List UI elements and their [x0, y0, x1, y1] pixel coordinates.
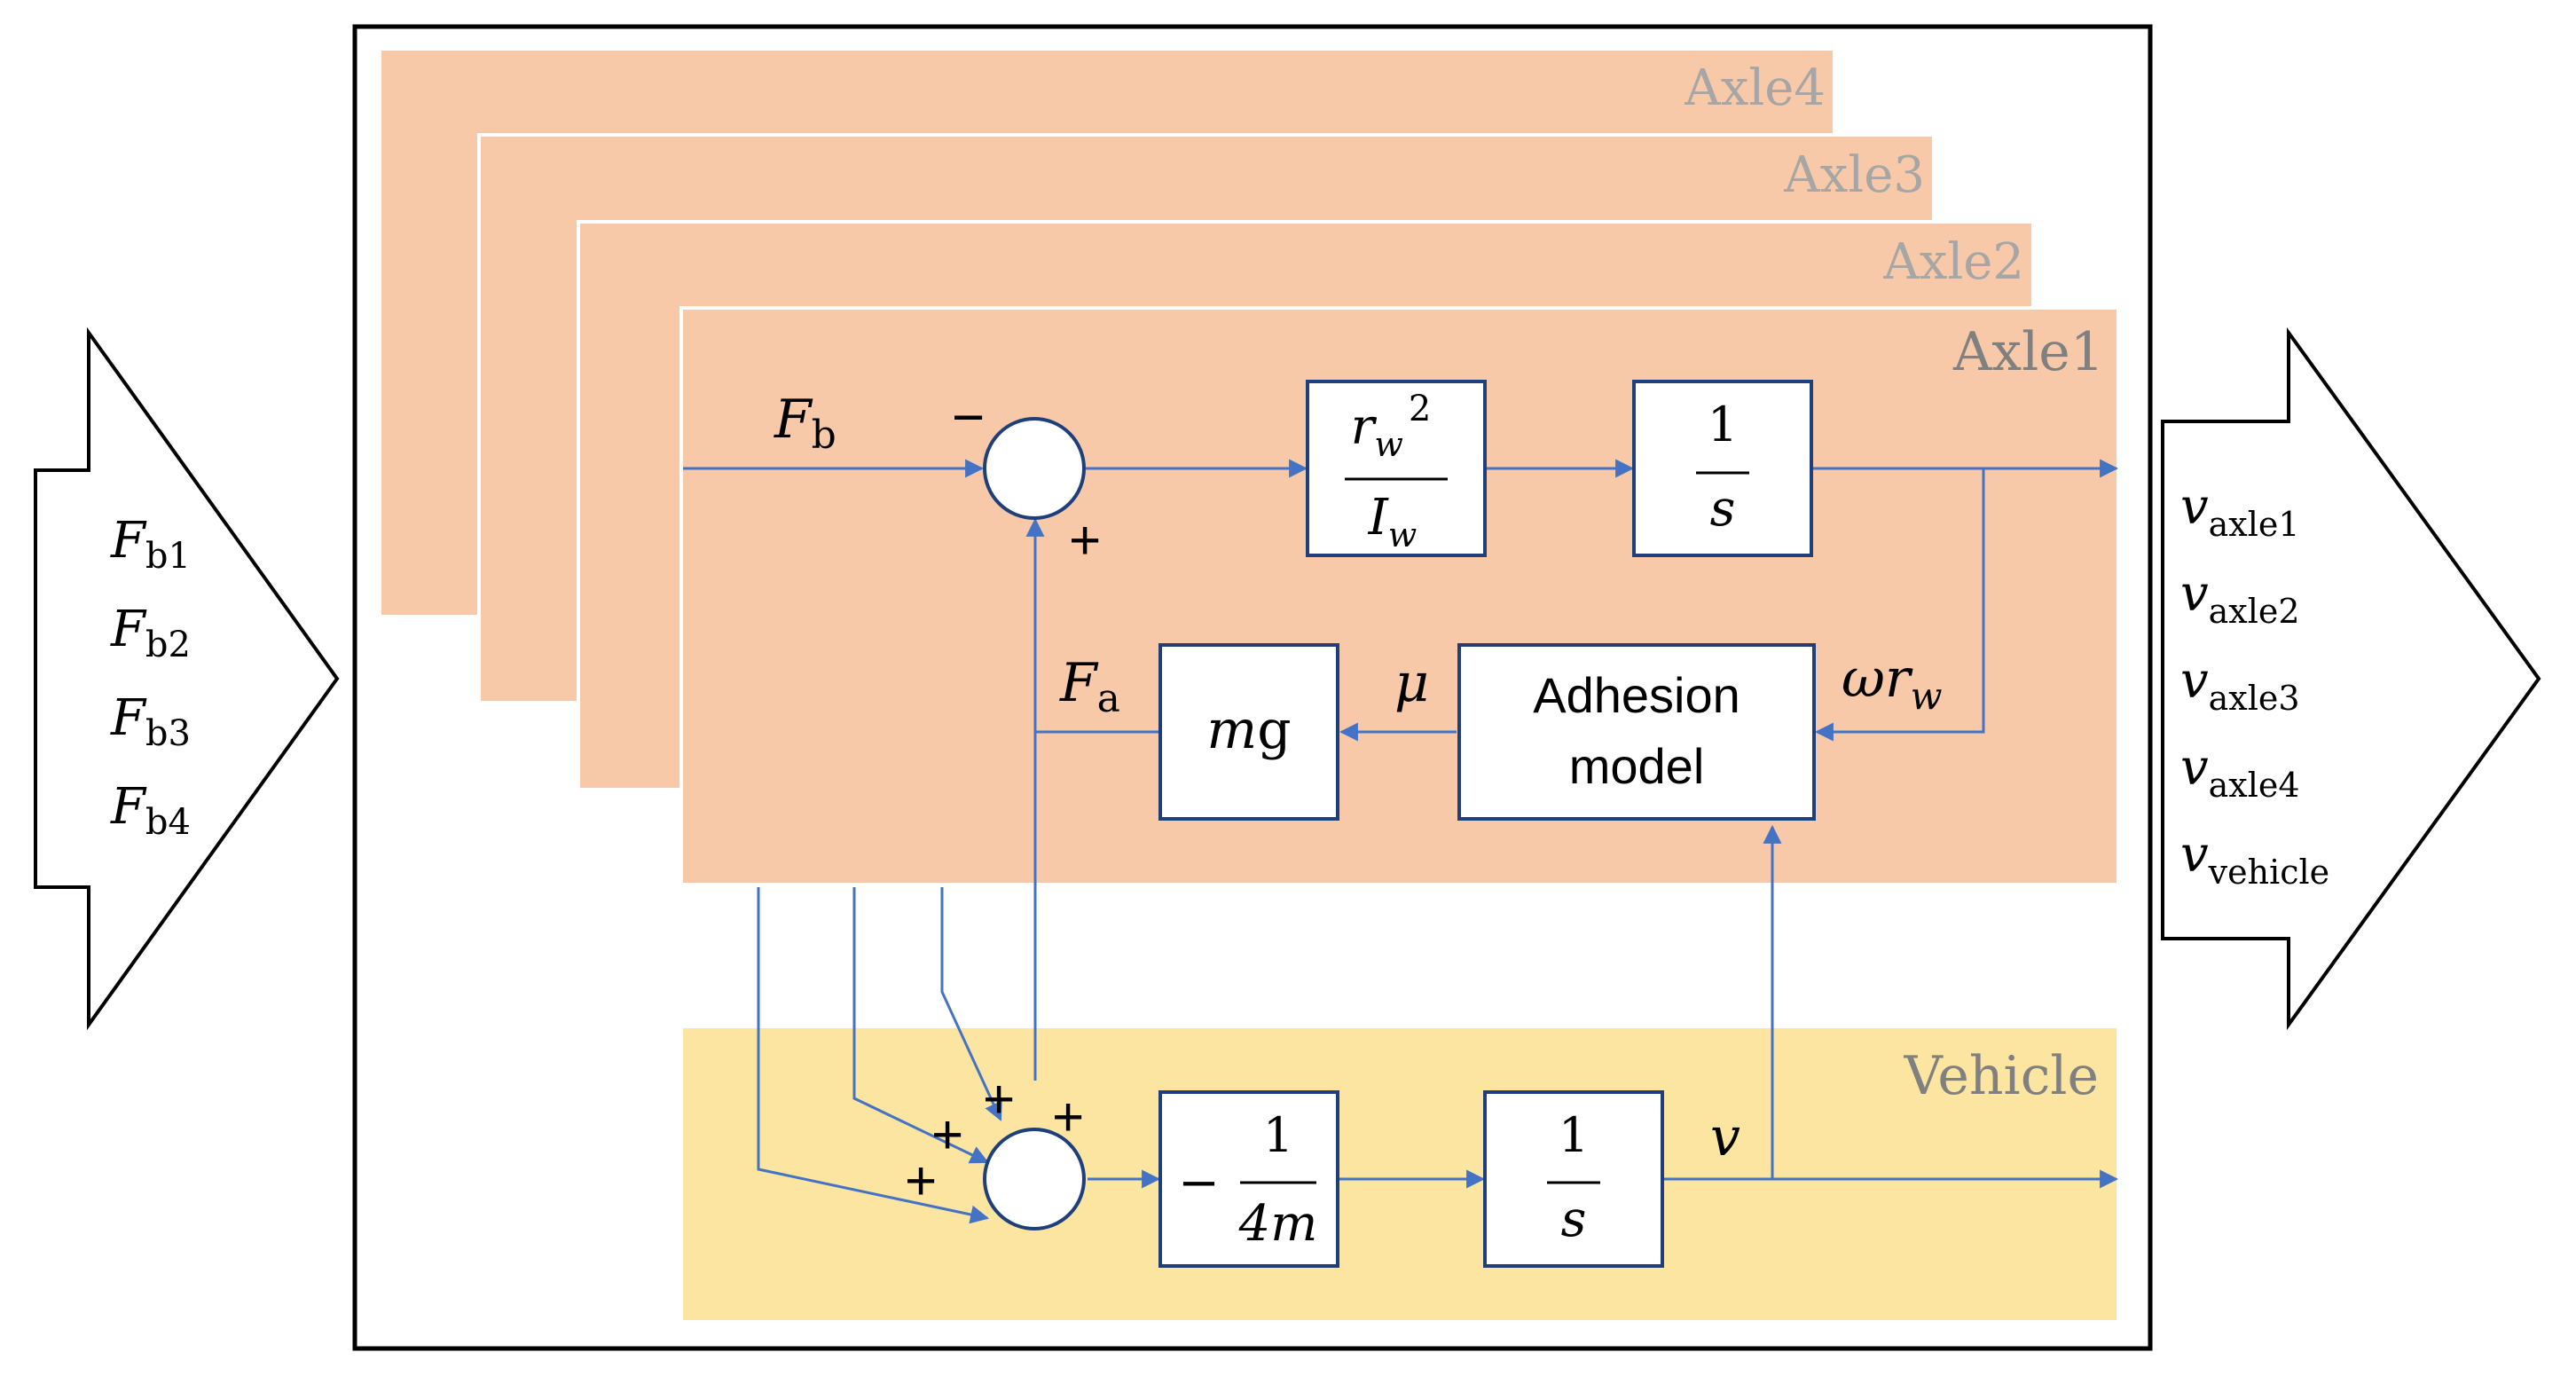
input-arrow-shape: [34, 326, 340, 1031]
vehicle-integrator-num: 1: [1559, 1107, 1589, 1163]
wire-axle3-force: [852, 887, 989, 1164]
mass-gain-minus: −: [1178, 1154, 1220, 1212]
wire-axle2-force: [757, 887, 990, 1224]
vehicle-plus-2: +: [1052, 1087, 1084, 1148]
input-label-2: Fb2: [110, 601, 191, 665]
mass-gain-block: [1158, 1090, 1339, 1268]
axle1-sum-junction: [983, 417, 1086, 520]
output-label-1: vaxle1: [2180, 478, 2300, 544]
axle1-sum-minus: −: [952, 385, 985, 449]
wire-axle4-force: [940, 887, 1002, 1121]
axle1-sum-plus: +: [1069, 510, 1101, 571]
output-arrow-shape: [2161, 326, 2541, 1031]
fa-label: Fa: [1059, 652, 1120, 721]
mu-label: μ: [1394, 652, 1429, 714]
output-label-4: vaxle4: [2180, 739, 2300, 805]
input-label-3: Fb3: [110, 689, 191, 754]
output-label-3: vaxle3: [2180, 652, 2300, 718]
input-label-4: Fb4: [110, 778, 191, 843]
mass-gain-num: 1: [1263, 1107, 1293, 1163]
vehicle-plus-1: +: [983, 1069, 1015, 1130]
omega-rw-label: ωrw: [1842, 648, 1943, 718]
mg-block: [1158, 643, 1339, 821]
axle-integrator-den: s: [1710, 480, 1736, 538]
inertia-numerator: rw2: [1351, 389, 1432, 464]
vehicle-label: Vehicle: [1904, 1045, 2099, 1107]
v-label: v: [1710, 1106, 1740, 1168]
axle4-label: Axle4: [1684, 59, 1826, 117]
adhesion-model-block: [1457, 643, 1816, 821]
vehicle-wires: [757, 887, 2119, 1224]
input-label-1: Fb1: [110, 512, 191, 577]
vehicle-panel: [679, 1025, 2120, 1324]
vehicle-sum-junction: [983, 1128, 1086, 1231]
vehicle-plus-3: +: [931, 1105, 963, 1166]
input-arrow: Fb1 Fb2 Fb3 Fb4: [34, 326, 340, 1031]
vehicle-integrator-block: [1483, 1090, 1664, 1268]
axle2-label: Axle2: [1882, 233, 2024, 291]
inertia-denominator: Iw: [1368, 489, 1418, 554]
axle1-wires: [683, 459, 2119, 1179]
output-label-5: vvehicle: [2180, 826, 2329, 892]
output-label-2: vaxle2: [2180, 565, 2300, 631]
mg-label: mg: [1206, 699, 1291, 761]
wire-omega-feedback: [1814, 468, 1985, 742]
output-arrow: vaxle1 vaxle2 vaxle3 vaxle4 vvehicle: [2161, 326, 2541, 1031]
fb-label: Fb: [774, 389, 836, 458]
adhesion-line1: Adhesion: [1533, 667, 1740, 723]
vehicle-integrator-den: s: [1561, 1191, 1587, 1248]
axle3-label: Axle3: [1783, 146, 1925, 204]
inertia-block: [1306, 380, 1487, 557]
adhesion-line2: model: [1569, 738, 1705, 794]
vehicle-plus-4: +: [905, 1151, 937, 1212]
mass-gain-den: 4m: [1238, 1195, 1318, 1253]
axle1-label: Axle1: [1952, 321, 2104, 383]
axle-integrator-num: 1: [1708, 397, 1738, 452]
axle-integrator-block: [1632, 380, 1813, 557]
